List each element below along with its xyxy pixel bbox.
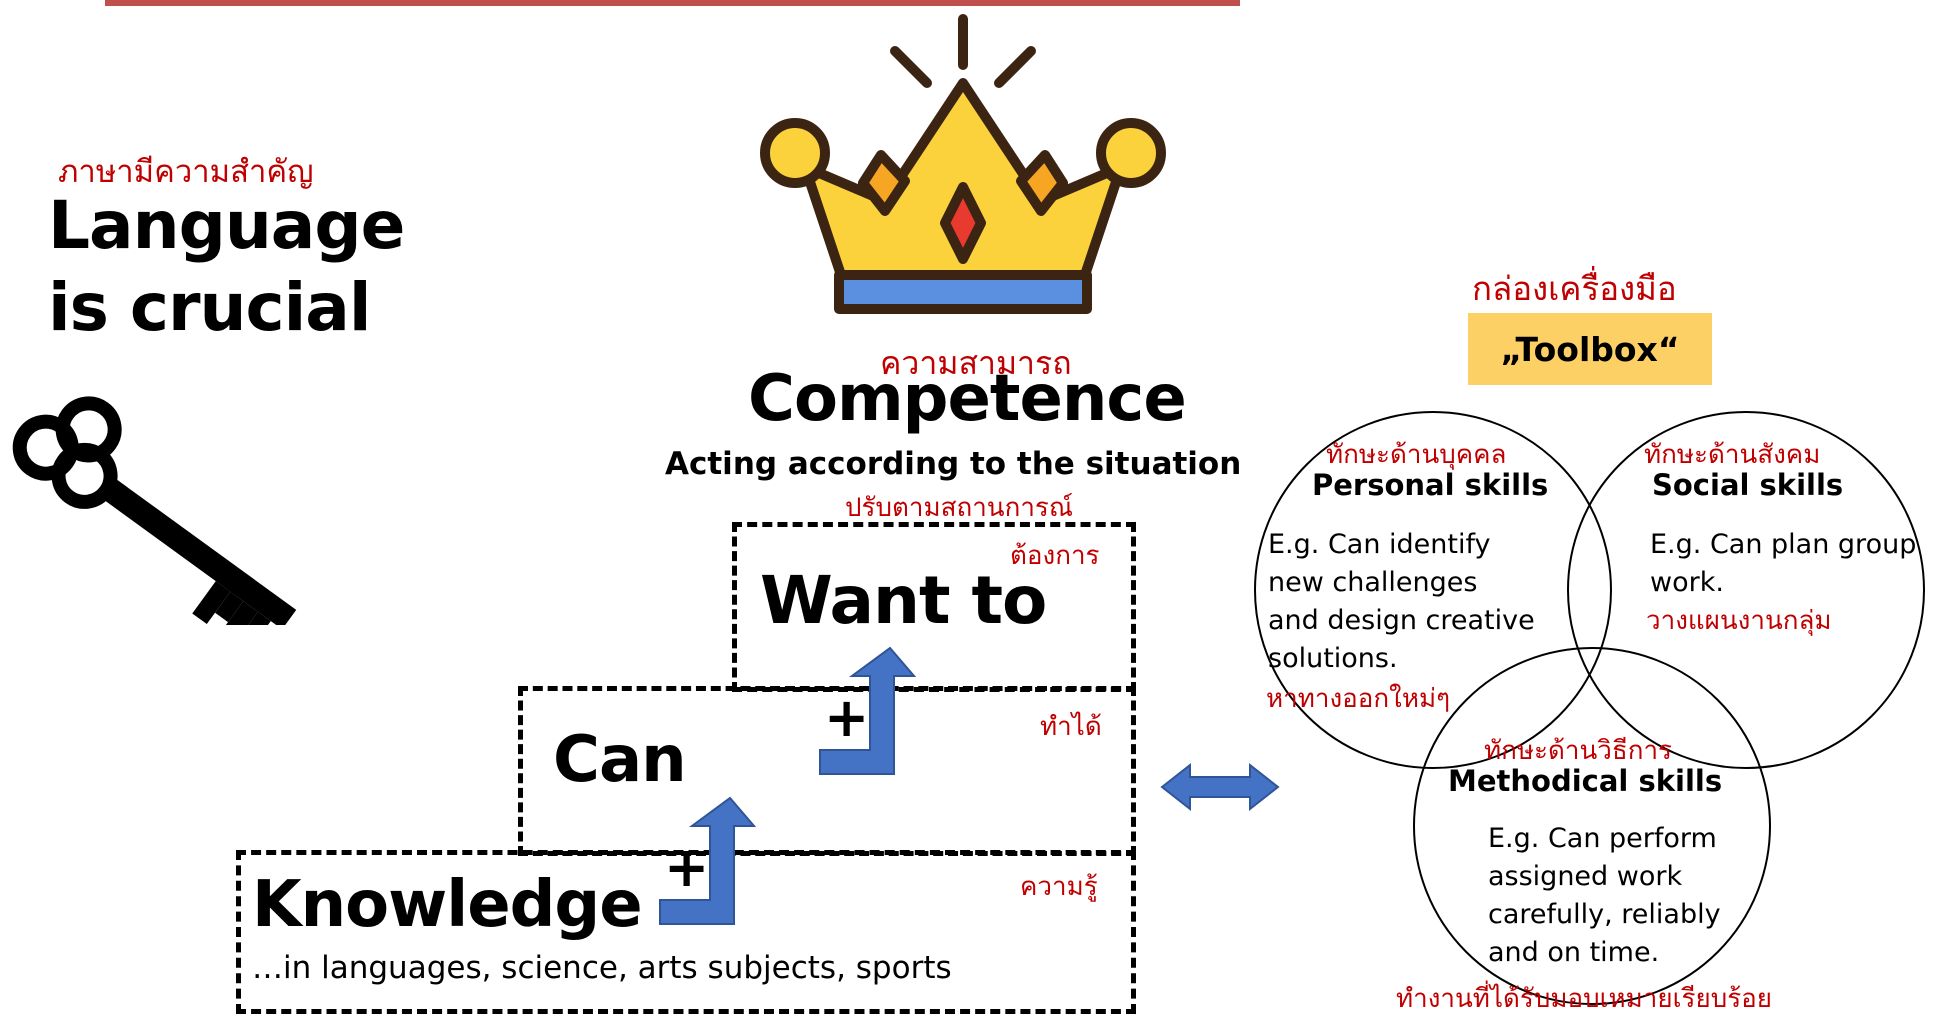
crown-icon bbox=[760, 14, 1166, 314]
social-skills-note-thai: วางแผนงานกลุ่ม bbox=[1646, 606, 1832, 636]
social-skills-circle bbox=[1567, 411, 1925, 769]
language-title-line2: is crucial bbox=[48, 269, 371, 346]
plus-sign: + bbox=[824, 686, 870, 749]
personal-skills-line: new challenges bbox=[1268, 567, 1478, 598]
methodical-skills-line: carefully, reliably bbox=[1488, 899, 1721, 930]
language-thai: ภาษามีความสำคัญ bbox=[58, 154, 314, 190]
personal-skills-thai: ทักษะด้านบุคคล bbox=[1326, 440, 1507, 470]
methodical-skills-title: Methodical skills bbox=[1448, 764, 1723, 798]
methodical-skills-line: assigned work bbox=[1488, 861, 1683, 892]
can-label: Can bbox=[553, 723, 687, 797]
personal-skills-line: solutions. bbox=[1268, 643, 1398, 674]
want-to-thai: ต้องการ bbox=[1010, 541, 1100, 571]
knowledge-thai: ความรู้ bbox=[1020, 872, 1098, 902]
personal-skills-circle bbox=[1254, 411, 1612, 769]
want-to-label: Want to bbox=[760, 562, 1047, 639]
competence-subtitle-thai: ปรับตามสถานการณ์ bbox=[845, 493, 1074, 523]
skills-venn-diagram bbox=[1254, 411, 1925, 1005]
methodical-skills-line: and on time. bbox=[1488, 937, 1660, 968]
knowledge-label: Knowledge bbox=[252, 868, 643, 942]
double-arrow-icon bbox=[1160, 762, 1280, 812]
methodical-skills-thai: ทักษะด้านวิธีการ bbox=[1484, 736, 1673, 766]
knowledge-box bbox=[236, 850, 1136, 1014]
competence-title: Competence bbox=[748, 362, 1187, 436]
methodical-skills-note-thai: ทำงานที่ได้รับมอบเหมายเรียบร้อย bbox=[1396, 984, 1773, 1014]
top-bar bbox=[105, 0, 1240, 6]
methodical-skills-circle bbox=[1413, 647, 1771, 1005]
toolbox-thai: กล่องเครื่องมือ bbox=[1472, 269, 1677, 308]
social-skills-line: work. bbox=[1650, 567, 1724, 598]
social-skills-line: E.g. Can plan group bbox=[1650, 529, 1917, 560]
can-thai: ทำได้ bbox=[1040, 712, 1102, 742]
competence-thai: ความสามารถ bbox=[880, 344, 1072, 382]
toolbox-label: „Toolbox“ bbox=[1468, 313, 1712, 385]
personal-skills-title: Personal skills bbox=[1312, 468, 1549, 502]
plus-sign: + bbox=[664, 836, 710, 899]
social-skills-title: Social skills bbox=[1652, 468, 1844, 502]
knowledge-detail: …in languages, science, arts subjects, s… bbox=[252, 950, 952, 986]
personal-skills-line: and design creative bbox=[1268, 605, 1535, 636]
personal-skills-note-thai: หาทางออกใหม่ๆ bbox=[1266, 684, 1451, 714]
key-icon bbox=[12, 396, 297, 625]
step-arrow-up-icon bbox=[659, 796, 757, 925]
step-arrow-up-icon bbox=[819, 646, 917, 775]
personal-skills-line: E.g. Can identify bbox=[1268, 529, 1491, 560]
social-skills-thai: ทักษะด้านสังคม bbox=[1644, 440, 1821, 470]
methodical-skills-line: E.g. Can perform bbox=[1488, 823, 1717, 854]
language-title-line1: Language bbox=[48, 187, 405, 264]
competence-subtitle: Acting according to the situation bbox=[665, 446, 1242, 482]
